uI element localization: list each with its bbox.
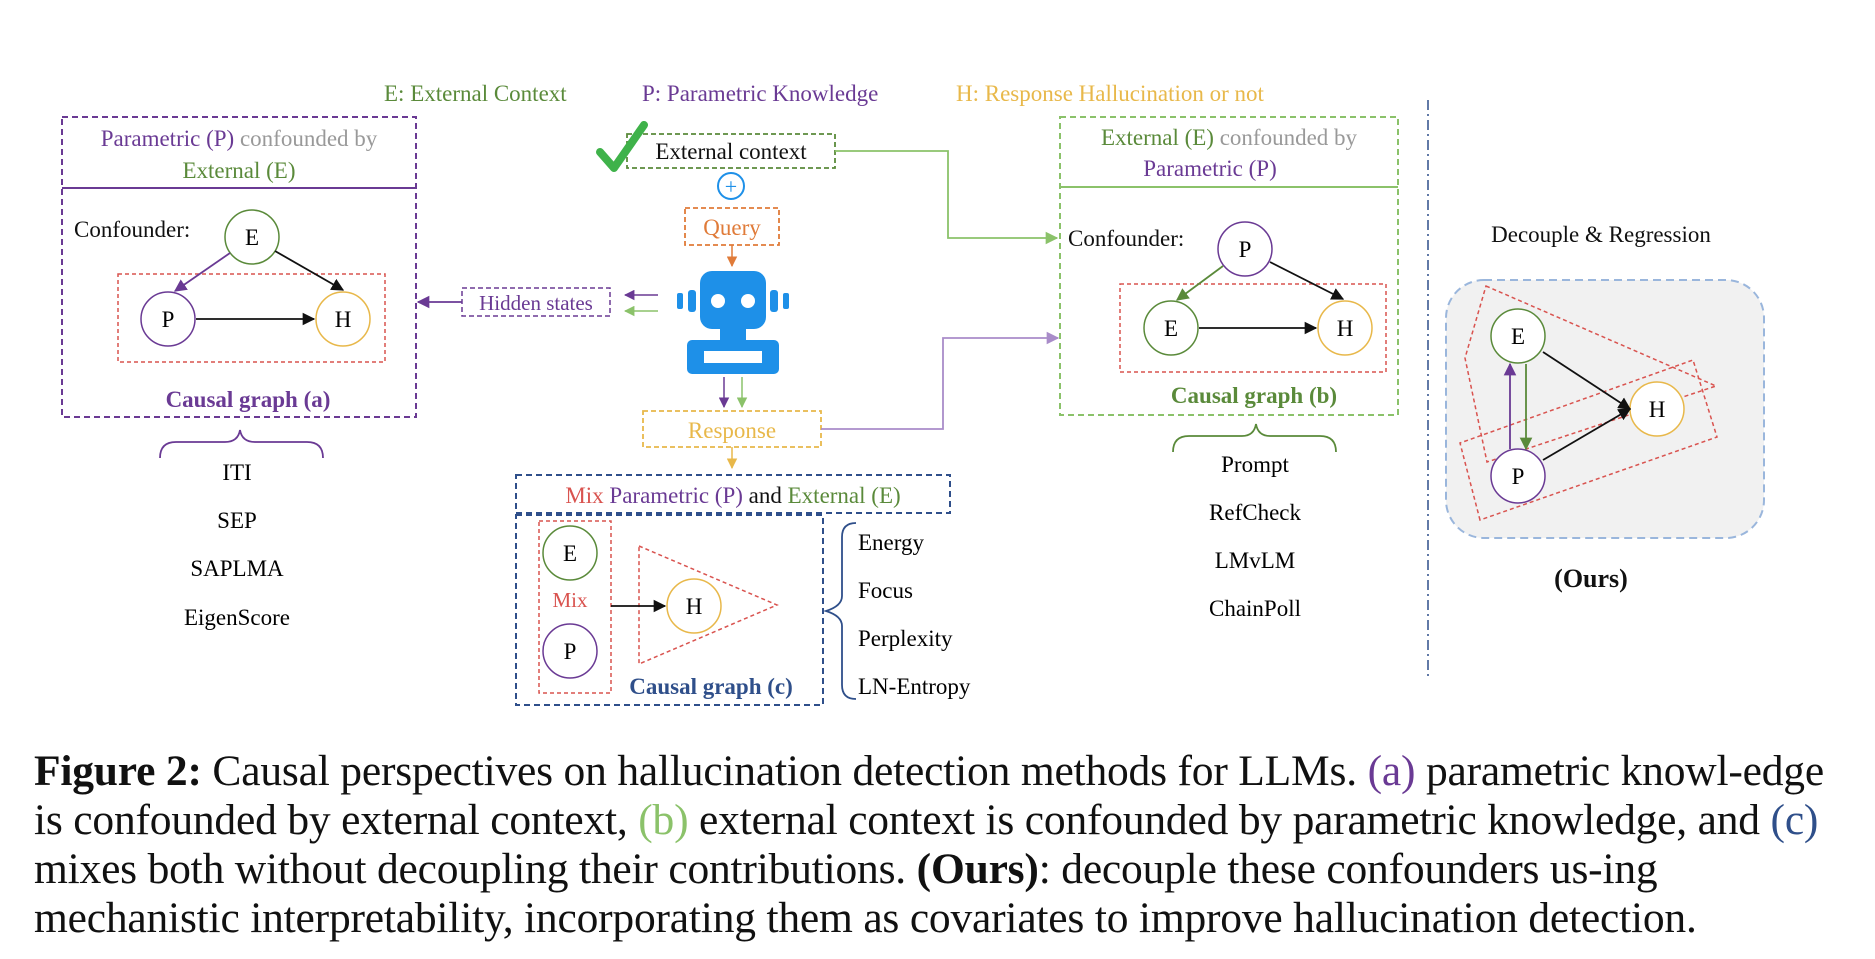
plus-icon-glyph: + [725, 174, 737, 199]
panel-b-brace [1172, 423, 1337, 453]
caption-text-1: Causal perspectives on hallucination det… [201, 747, 1368, 795]
panel-a-edge-e-h [274, 250, 345, 291]
hidden-states-label: Hidden states [479, 291, 593, 315]
panel-c-method-1: Focus [858, 578, 913, 603]
panel-b-method-0: Prompt [1221, 452, 1289, 477]
panel-a-node-p-label: P [162, 307, 175, 332]
panel-c-mix-box [538, 520, 612, 694]
panel-b-inner-box [1119, 283, 1387, 373]
panel-a-node-p [140, 291, 196, 347]
panel-a-method-3: EigenScore [184, 605, 290, 630]
caption-ref-a: (a) [1367, 747, 1416, 795]
panel-c-brace [822, 522, 857, 700]
panel-c-node-e-label: E [563, 541, 577, 566]
panel-a-title-line1: Parametric (P) confounded by [101, 126, 378, 151]
response-label: Response [688, 418, 776, 443]
panel-b-method-2: LMvLM [1215, 548, 1296, 573]
query-label: Query [703, 215, 761, 240]
figure-diagram: E: External Context P: Parametric Knowle… [61, 81, 1765, 706]
panel-c-method-3: LN-Entropy [858, 674, 971, 699]
panel-a-title-line2: External (E) [182, 158, 295, 183]
panel-a-method-0: ITI [222, 460, 251, 485]
caption-ref-ours: (Ours) [916, 845, 1039, 893]
panel-a-node-h-label: H [335, 307, 352, 332]
panel-a-edge-e-p [173, 252, 231, 292]
caption-text-5: : decouple these confounders us-ing mech… [34, 845, 1697, 942]
ours-node-e [1490, 308, 1546, 364]
plus-icon [717, 172, 745, 200]
panel-b-edge-p-h [1269, 261, 1345, 300]
caption-text-3: external context is confounded by parame… [688, 796, 1771, 844]
panel-b-node-e-label: E [1164, 316, 1178, 341]
panel-b-node-p [1217, 221, 1273, 277]
legend-p: P: Parametric Knowledge [642, 81, 878, 106]
panel-c-title-box [515, 474, 951, 514]
ours-node-h-label: H [1649, 397, 1666, 422]
ours-box-e [1464, 284, 1719, 463]
panel-b-node-e [1143, 300, 1199, 356]
response-to-b-arrow [821, 331, 1060, 430]
panel-a-inner-box [117, 273, 386, 363]
panel-a-confounder-label: Confounder: [74, 217, 190, 242]
check-icon [596, 121, 648, 172]
ours-node-p-label: P [1512, 464, 1525, 489]
panel-c-node-h [666, 578, 722, 634]
panel-a-node-e-label: E [245, 225, 259, 250]
panel-c-title: Mix Parametric (P) and External (E) [565, 483, 900, 508]
panel-a-border [61, 116, 417, 418]
panel-c-node-h-label: H [686, 594, 703, 619]
panel-c-method-2: Perplexity [858, 626, 953, 651]
panel-c-triangle [638, 544, 779, 666]
caption-text-2: parametric knowl-edge is confounded by e… [34, 747, 1824, 844]
ours-node-e-label: E [1511, 324, 1525, 349]
robot-icon [677, 271, 789, 374]
panel-a-method-1: SEP [217, 508, 257, 533]
panel-a-brace [159, 429, 324, 459]
panel-a-method-2: SAPLMA [190, 556, 284, 581]
panel-c-mix-label: Mix [552, 588, 588, 612]
legend-e: E: External Context [384, 81, 567, 106]
caption-figure-label: Figure 2: [34, 747, 202, 795]
panel-c-node-p [542, 623, 598, 679]
figure-caption: Figure 2: Causal perspectives on halluci… [34, 747, 1834, 943]
panel-b-caption: Causal graph (b) [1171, 383, 1337, 408]
panel-b-title-line2: Parametric (P) [1143, 156, 1276, 181]
panel-b-node-h-label: H [1337, 316, 1354, 341]
ours-title: Decouple & Regression [1491, 222, 1711, 247]
ours-node-p [1490, 448, 1546, 504]
panel-b-node-h [1317, 300, 1373, 356]
external-context-label: External context [655, 139, 807, 164]
panel-a-caption: Causal graph (a) [166, 387, 331, 412]
panel-a-node-e [224, 209, 280, 265]
panel-c-node-e [542, 525, 598, 581]
panel-c-caption: Causal graph (c) [629, 674, 793, 699]
ours-edge-e-h [1542, 351, 1632, 410]
panel-c-border [515, 514, 824, 706]
ours-label: (Ours) [1554, 564, 1628, 593]
legend-h: H: Response Hallucination or not [956, 81, 1265, 106]
panel-c-node-p-label: P [564, 639, 577, 664]
caption-ref-b: (b) [638, 796, 689, 844]
panel-b-method-3: ChainPoll [1209, 596, 1301, 621]
panel-b-method-1: RefCheck [1209, 500, 1301, 525]
ours-panel [1445, 279, 1765, 539]
context-to-b-arrow [835, 150, 1059, 245]
panel-b-node-p-label: P [1239, 237, 1252, 262]
ours-edge-p-h [1542, 408, 1632, 461]
panel-b-confounder-label: Confounder: [1068, 226, 1184, 251]
panel-b-title-line1: External (E) confounded by [1101, 125, 1358, 150]
caption-text-4: mixes both without decoupling their cont… [34, 845, 917, 893]
panel-c-method-0: Energy [858, 530, 925, 555]
caption-ref-c: (c) [1770, 796, 1819, 844]
panel-b-edge-p-e [1175, 265, 1224, 301]
ours-box-p [1459, 359, 1718, 521]
panel-a-node-h [315, 291, 371, 347]
panel-b-border [1059, 116, 1399, 416]
